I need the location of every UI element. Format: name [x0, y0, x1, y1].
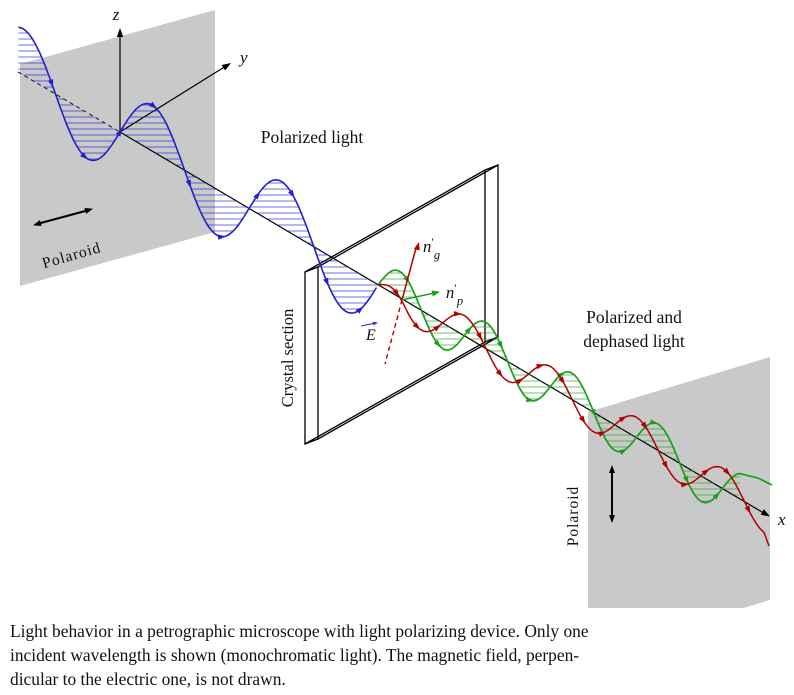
z-axis — [116, 28, 124, 132]
caption-line-3: dicular to the electric one, is not draw… — [10, 669, 286, 690]
caption-line-1: Light behavior in a petrographic microsc… — [10, 621, 589, 641]
caption-line-2: incident wavelength is shown (monochroma… — [10, 645, 580, 666]
right-polaroid-label: Polaroid — [565, 486, 582, 547]
ng-base: n — [423, 237, 431, 256]
right-polaroid-sheet — [588, 357, 770, 655]
ng-axis-arrow — [384, 242, 420, 365]
x-axis-arrowhead-icon — [760, 509, 770, 517]
np-label: n′p — [446, 281, 463, 308]
caption: Light behavior in a petrographic microsc… — [0, 613, 794, 691]
ng-sub: g — [434, 248, 440, 262]
np-sub: p — [456, 294, 463, 308]
e-vector-arrow-icon — [360, 321, 378, 327]
z-axis-label: z — [112, 5, 120, 24]
ng-label: n′g — [423, 235, 440, 262]
e-field-label: E — [365, 327, 376, 344]
left-polaroid-sheet — [20, 10, 215, 286]
z-axis-arrowhead-icon — [116, 28, 124, 37]
left-polaroid-axis-arrow-icon — [33, 208, 93, 226]
green-wave — [377, 269, 773, 504]
optics-diagram: Polarized light Crystal section Polarize… — [17, 5, 786, 655]
polarized-light-label: Polarized light — [261, 127, 364, 147]
red-dephased-wave — [378, 283, 770, 547]
x-axis-label: x — [777, 510, 786, 529]
dephased-light-label-line2: dephased light — [583, 331, 685, 351]
right-polaroid-axis-arrow-icon — [609, 465, 615, 523]
blue-polarized-wave — [18, 26, 379, 314]
np-axis-arrow — [401, 290, 440, 301]
np-prime: ′ — [454, 281, 457, 295]
crystal-section-label: Crystal section — [278, 309, 297, 408]
ng-prime: ′ — [431, 235, 434, 249]
dephased-light-label-line1: Polarized and — [586, 307, 682, 327]
y-axis-label: y — [238, 48, 248, 67]
y-axis-arrowhead-icon — [221, 63, 231, 71]
np-base: n — [446, 283, 454, 302]
